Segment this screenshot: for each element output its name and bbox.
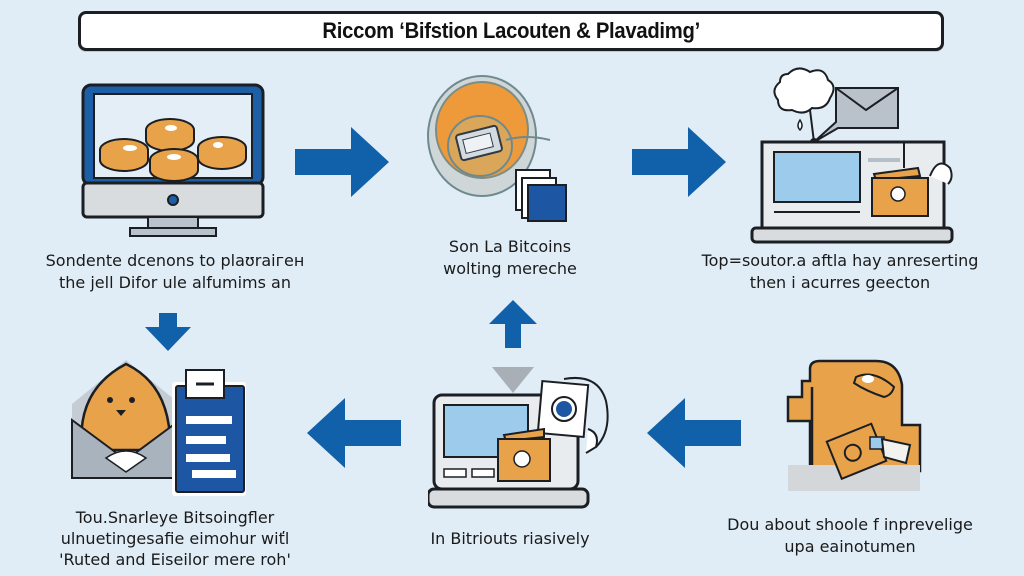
caption-line: Dou about shoole f inprevelige [727,515,973,534]
arrow-left-icon [645,398,741,473]
caption-line: wolting mereche [443,259,577,278]
orange-lens-with-chip-and-documents-icon [420,68,570,223]
title-banner: Riccom ‘Bifstion Lacouten & Plavadimg’ [78,11,944,51]
step-2-caption: Son La Bitcoins wolting mereche [405,236,615,280]
arrow-right-icon [295,127,391,202]
arrow-left-icon [305,398,401,473]
laptop-with-cloud-mail-and-wallet-icon [748,64,963,244]
caption-line: Sondente dcenons to plaʊraiген [45,251,305,270]
caption-line: Son La Bitcoins [448,237,572,256]
caption-line: then i acurres geecton [749,273,931,292]
caption-line: Top=soutor.a aftla hay anreserting [701,251,979,270]
step-3-caption: Top=soutor.a aftla hay anreserting then … [670,250,1010,294]
step-4-caption: Tou.Snarleye Bitsoingfler ulnuetingesafi… [20,507,330,570]
arrow-up-icon [487,298,539,355]
step-5-caption: In Bitriouts riasively [400,528,620,550]
caption-line: ulnuetingesafie eimohur wiťl [60,529,290,548]
diagram-title: Riccom ‘Bifstion Lacouten & Plavadimg’ [322,18,700,43]
caption-line: 'Ruted and Eiseilor mere roh' [59,550,291,569]
caption-line: upa eainotumen [784,537,916,556]
caption-line: the jell Difor ule alfumims an [59,273,291,292]
caption-line: In Bitriouts riasively [430,529,590,548]
caption-line: Tou.Snarleye Bitsoingfler [75,508,275,527]
step-6-caption: Dou about shoole f inprevelige upa eaino… [690,514,1010,558]
arrow-right-icon [632,127,728,202]
laptop-with-wallet-and-camera-icon [426,365,618,510]
envelope-character-and-form-icon [70,360,250,500]
orange-safe-with-hand-icon [782,355,922,495]
step-1-caption: Sondente dcenons to plaʊraiген the jell … [20,250,330,294]
monitor-with-coins-icon [78,80,268,238]
arrow-down-icon [143,313,193,358]
